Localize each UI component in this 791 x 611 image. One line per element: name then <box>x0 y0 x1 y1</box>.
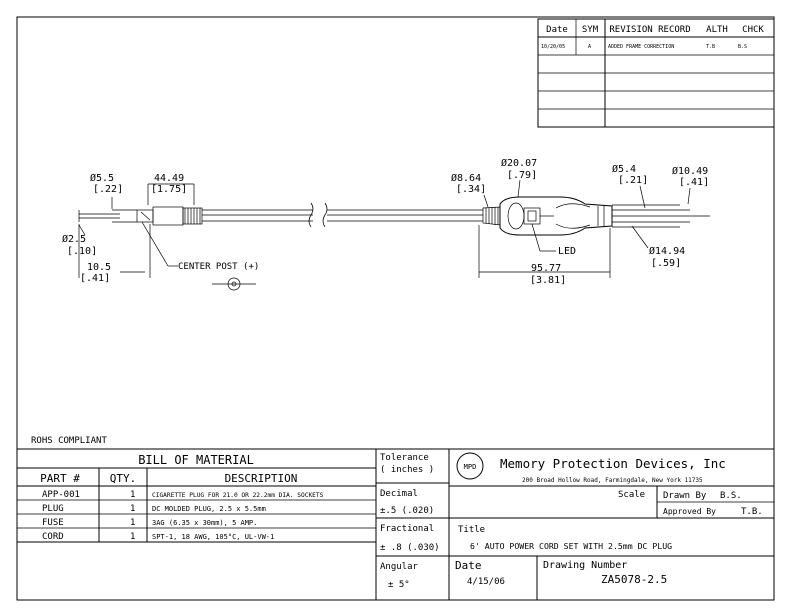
drawing-title: 6' AUTO POWER CORD SET WITH 2.5mm DC PLU… <box>470 541 672 551</box>
dim-d1494-inch: [.59] <box>651 258 681 269</box>
bom-row-2-desc: DC MOLDED PLUG, 2.5 x 5.5mm <box>152 505 266 513</box>
bom-row-3-part: FUSE <box>42 518 64 528</box>
rev-header-sym: SYM <box>582 25 599 35</box>
approved-by-label: Approved By <box>663 507 716 516</box>
dimensions: Ø5.5 [.22] 44.49 [1.75] Ø2.5 [.10] 10.5 … <box>62 157 709 291</box>
drawn-by-value: B.S. <box>720 491 742 501</box>
rev-header-date: Date <box>546 25 568 35</box>
bom-row-4-part: CORD <box>42 532 64 542</box>
title-block: BILL OF MATERIAL PART # QTY. DESCRIPTION… <box>17 448 774 600</box>
date-value: 4/15/06 <box>467 577 505 587</box>
bom-row-2-qty: 1 <box>130 504 135 514</box>
dim-d1494: Ø14.94 <box>649 245 685 257</box>
bom-header-desc: DESCRIPTION <box>225 472 298 485</box>
approved-by-value: T.B. <box>741 507 763 517</box>
bom-row-1-desc: CIGARETTE PLUG FOR 21.0 OR 22.2mm DIA. S… <box>152 492 324 499</box>
dim-d1049: Ø10.49 <box>672 165 708 177</box>
bom-row-3-qty: 1 <box>130 518 135 528</box>
drawing-number-value: ZA5078-2.5 <box>601 573 667 586</box>
bom-row-3-desc: 3AG (6.35 x 30mm), 5 AMP. <box>152 519 257 527</box>
bom-row-1-part: APP-001 <box>42 490 80 500</box>
company-address: 200 Broad Hollow Road, Farmingdale, New … <box>522 477 703 484</box>
dim-d1049-inch: [.41] <box>679 177 709 188</box>
date-label: Date <box>455 559 482 572</box>
rev-row-chck: B.S <box>738 44 747 50</box>
tolerance-decimal-value: ±.5 (.020) <box>380 506 434 516</box>
tolerance-angular-value: ± 5° <box>388 580 410 590</box>
bom-row-4-qty: 1 <box>130 532 135 542</box>
dim-d864-inch: [.34] <box>456 184 486 195</box>
dim-d4449: 44.49 <box>154 173 184 184</box>
label-center-post: CENTER POST (+) <box>178 262 259 272</box>
dim-d864: Ø8.64 <box>451 172 481 184</box>
bom-header-part: PART # <box>40 472 80 485</box>
tolerance-units: ( inches ) <box>380 465 434 475</box>
tolerance-angular-label: Angular <box>380 562 419 572</box>
drawing-number-label: Drawing Number <box>543 560 627 571</box>
rev-row-alth: T.B <box>706 44 715 50</box>
tolerance-decimal-label: Decimal <box>380 489 418 499</box>
dim-d55-inch: [.22] <box>93 184 123 195</box>
dim-d2007: Ø20.07 <box>501 157 537 169</box>
label-led: LED <box>558 246 576 257</box>
scale-label: Scale <box>618 490 645 500</box>
bom-header-qty: QTY. <box>110 472 137 485</box>
dim-d55: Ø5.5 <box>90 172 114 184</box>
dim-d105: 10.5 <box>87 262 111 273</box>
tolerance-fractional-label: Fractional <box>380 524 434 534</box>
bom-title: BILL OF MATERIAL <box>138 453 254 467</box>
cord-drawing <box>78 196 710 236</box>
drawn-by-label: Drawn By <box>663 491 707 501</box>
bom-row-1-qty: 1 <box>130 490 135 500</box>
revision-table: Date SYM REVISION RECORD ALTH CHCK 10/20… <box>537 18 775 128</box>
dim-d54-inch: [.21] <box>618 175 648 186</box>
sheet-border <box>16 16 775 601</box>
tolerance-title: Tolerance <box>380 453 429 463</box>
rev-row-record: ADDED FRAME CORRECTION <box>608 44 674 50</box>
dim-d54: Ø5.4 <box>612 163 636 175</box>
rohs-label: ROHS COMPLIANT <box>31 436 107 446</box>
bom-row-2-part: PLUG <box>42 504 64 514</box>
dim-d9577-inch: [3.81] <box>530 275 566 286</box>
dim-d25-inch: [.10] <box>67 246 97 257</box>
dim-d2007-inch: [.79] <box>507 170 537 181</box>
rev-row-sym: A <box>588 44 591 50</box>
company-logo <box>456 452 484 480</box>
rev-header-alth: ALTH <box>706 25 728 35</box>
company-logo-text: MPD <box>464 463 477 471</box>
rev-header-chck: CHCK <box>742 25 764 35</box>
rev-row-date: 10/20/05 <box>541 44 565 50</box>
company-name: Memory Protection Devices, Inc <box>500 456 726 471</box>
dim-d4449-inch: [1.75] <box>151 184 187 195</box>
dim-d105-inch: [.41] <box>80 273 110 284</box>
title-label: Title <box>458 525 485 535</box>
tolerance-fractional-value: ± .8 (.030) <box>380 543 440 553</box>
bom-row-4-desc: SPT-1, 18 AWG, 105°C, UL-VW-1 <box>152 533 274 541</box>
rev-header-record: REVISION RECORD <box>609 25 690 35</box>
dim-d9577: 95.77 <box>531 263 561 274</box>
dim-d25: Ø2.5 <box>62 233 86 245</box>
